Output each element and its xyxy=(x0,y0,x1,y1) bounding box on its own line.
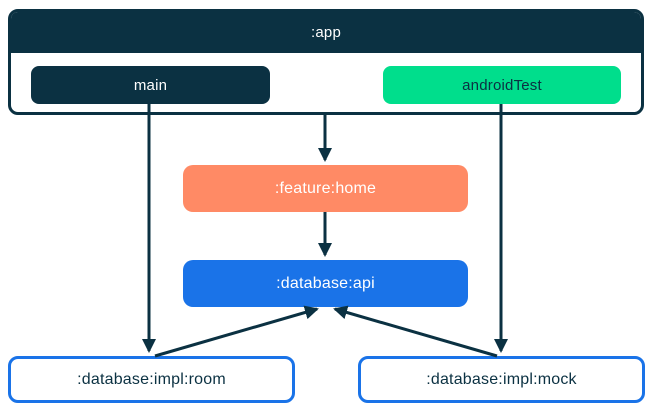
module-database-impl-mock: :database:impl:mock xyxy=(358,356,645,403)
source-set-androidtest: androidTest xyxy=(383,66,621,104)
module-database-api: :database:api xyxy=(183,260,468,307)
module-feature-home: :feature:home xyxy=(183,165,468,212)
module-database-impl-room: :database:impl:room xyxy=(8,356,295,403)
edge-database-impl-room-to-database-api xyxy=(154,305,319,358)
app-module-header: :app xyxy=(11,12,641,53)
source-set-main: main xyxy=(31,66,270,104)
edge-database-impl-mock-to-database-api xyxy=(333,305,498,358)
